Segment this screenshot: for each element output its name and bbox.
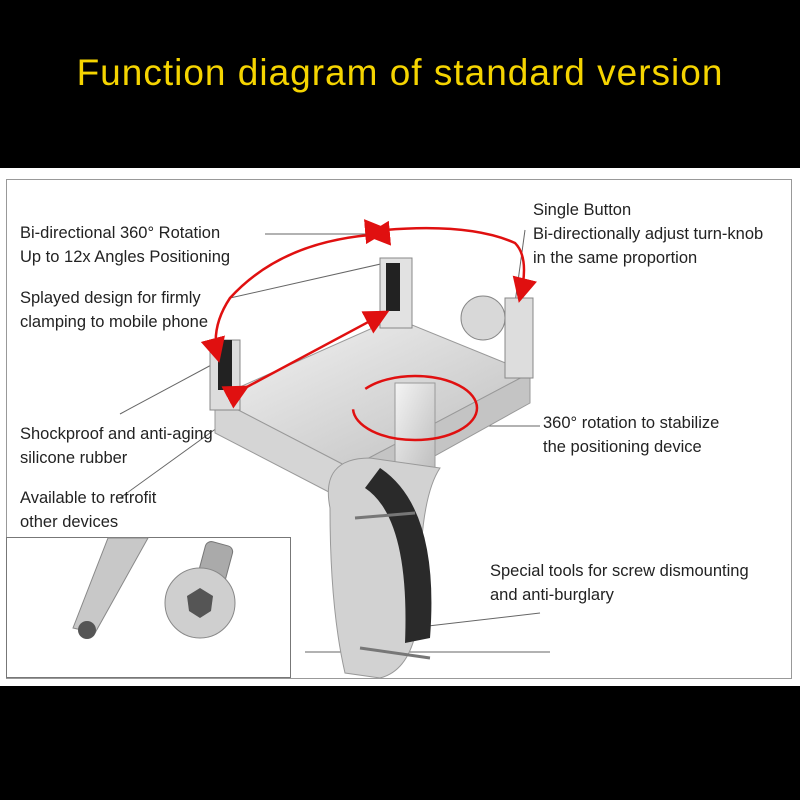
label-line: and anti-burglary <box>490 586 614 604</box>
label-line: silicone rubber <box>20 449 128 467</box>
label-shockproof: Shockproof and anti-aging silicone rubbe… <box>20 422 213 470</box>
security-screw <box>164 541 236 639</box>
label-line: in the same proportion <box>533 249 698 267</box>
rotation-arrows <box>200 219 537 442</box>
label-line: 360° rotation to stabilize <box>543 414 720 432</box>
torx-bit <box>72 537 149 639</box>
label-line: Available to retrofit <box>20 489 157 507</box>
diagram-frame <box>6 179 792 679</box>
label-stabilize: 360° rotation to stabilize the positioni… <box>543 411 719 459</box>
label-line: the positioning device <box>543 438 702 456</box>
label-line: Bi-directional 360° Rotation <box>20 224 221 242</box>
label-rotation: Bi-directional 360° Rotation Up to 12x A… <box>20 221 230 269</box>
label-line: Bi-directionally adjust turn-knob <box>533 225 764 243</box>
label-line: Single Button <box>533 201 632 219</box>
label-line: Shockproof and anti-aging <box>20 425 213 443</box>
label-line: Special tools for screw dismounting <box>490 562 749 580</box>
label-splayed: Splayed design for firmly clamping to mo… <box>20 286 208 334</box>
label-line: other devices <box>20 513 119 531</box>
label-line: Splayed design for firmly <box>20 289 201 307</box>
label-button: Single Button Bi-directionally adjust tu… <box>533 198 763 270</box>
label-tools: Special tools for screw dismounting and … <box>490 559 749 607</box>
label-line: clamping to mobile phone <box>20 313 209 331</box>
phone-holder-illustration <box>72 219 550 679</box>
page-title: Function diagram of standard version <box>76 52 724 93</box>
label-retrofit: Available to retrofit other devices <box>20 486 156 534</box>
label-line: Up to 12x Angles Positioning <box>20 248 231 266</box>
diagram-panel: Bi-directional 360° Rotation Up to 12x A… <box>0 168 800 686</box>
